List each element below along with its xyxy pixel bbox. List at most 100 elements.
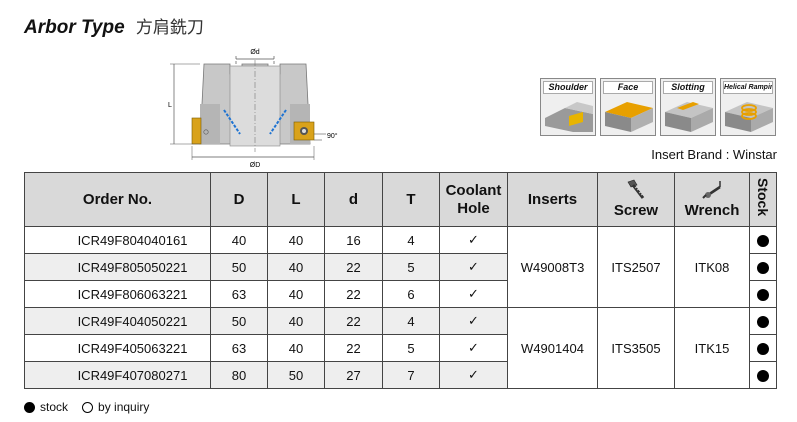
cell-stock (749, 361, 777, 389)
col-coolant: Coolant Hole (439, 172, 508, 227)
op-helical-ramping: Helical Ramping (720, 78, 776, 136)
cell-stock (749, 307, 777, 335)
slotting-icon (665, 102, 713, 132)
legend-inquiry-ring (82, 401, 94, 413)
col-d: d (324, 172, 383, 227)
legend-stock-label: stock (40, 400, 69, 414)
wrench-icon (702, 181, 721, 199)
stock-dot (757, 370, 769, 383)
cell-coolant-check: ✓ (439, 307, 508, 335)
cell-d: 27 (324, 361, 383, 389)
stock-dot (757, 316, 769, 329)
dim-D-label: ØD (250, 162, 261, 169)
stock-dot (757, 262, 769, 275)
helical-ramping-icon (725, 102, 773, 132)
table-row: ICR49F405063221 63 40 22 5 ✓ (24, 334, 777, 362)
stock-dot (757, 289, 769, 302)
col-T: T (382, 172, 440, 227)
legend-inquiry-label: by inquiry (98, 400, 150, 414)
cell-T: 4 (382, 307, 440, 335)
screw-icon (627, 179, 645, 199)
cell-stock (749, 334, 777, 362)
cell-screw: ITS2507 (597, 226, 675, 308)
col-screw-label: Screw (613, 202, 659, 219)
shoulder-icon (545, 102, 593, 132)
cell-L: 40 (267, 253, 325, 281)
cell-coolant-check: ✓ (439, 334, 508, 362)
cell-D: 50 (210, 253, 268, 281)
title-zh: 方肩銑刀 (135, 18, 204, 38)
col-coolant-line2: Hole (457, 199, 490, 217)
table-row: ICR49F804040161 40 40 16 4 ✓ W49008T3 IT… (24, 226, 777, 308)
cell-order: ICR49F804040161 (24, 226, 211, 254)
cell-d: 22 (324, 253, 383, 281)
op-face-label: Face (603, 81, 653, 94)
page-title: Arbor Type 方肩銑刀 (24, 16, 204, 40)
cell-stock (749, 226, 777, 254)
stock-legend: stock by inquiry (24, 400, 163, 414)
cell-D: 63 (210, 280, 268, 308)
cell-order: ICR49F405063221 (24, 334, 211, 362)
stock-dot (757, 343, 769, 356)
op-shoulder: Shoulder (540, 78, 596, 136)
col-stock: Stock (749, 172, 777, 227)
cell-d: 22 (324, 307, 383, 335)
cell-order: ICR49F404050221 (24, 307, 211, 335)
col-wrench: Wrench (674, 172, 750, 227)
cell-stock (749, 280, 777, 308)
op-slotting-label: Slotting (663, 81, 713, 94)
cell-d: 16 (324, 226, 383, 254)
cell-d: 22 (324, 334, 383, 362)
insert-brand: Insert Brand : Winstar (651, 147, 777, 162)
col-order: Order No. (24, 172, 211, 227)
cell-coolant-check: ✓ (439, 280, 508, 308)
title-en: Arbor Type (24, 17, 125, 38)
op-shoulder-label: Shoulder (543, 81, 593, 94)
table-header-row: Order No. D L d T Coolant Hole Inserts S… (24, 172, 777, 227)
cell-D: 40 (210, 226, 268, 254)
stock-dot (757, 235, 769, 248)
cell-coolant-check: ✓ (439, 361, 508, 389)
cell-D: 80 (210, 361, 268, 389)
cell-insert: W4901404 (507, 307, 598, 389)
operation-icons: Shoulder Face Slotting Helical Ramping (540, 78, 778, 136)
cell-T: 6 (382, 280, 440, 308)
cell-T: 5 (382, 253, 440, 281)
table-row: ICR49F805050221 50 40 22 5 ✓ (24, 253, 777, 281)
cell-T: 5 (382, 334, 440, 362)
col-stock-label: Stock (755, 177, 771, 217)
cell-order: ICR49F805050221 (24, 253, 211, 281)
face-icon (605, 102, 653, 132)
cell-L: 40 (267, 280, 325, 308)
tool-drawing: Ød L 90° ØD (168, 49, 338, 169)
col-inserts: Inserts (507, 172, 598, 227)
op-face: Face (600, 78, 656, 136)
cell-wrench: ITK15 (674, 307, 750, 389)
dim-d-label: Ød (250, 49, 259, 56)
col-wrench-label: Wrench (684, 202, 740, 219)
cell-screw: ITS3505 (597, 307, 675, 389)
cell-order: ICR49F806063221 (24, 280, 211, 308)
cell-coolant-check: ✓ (439, 226, 508, 254)
dim-L-label: L (168, 102, 172, 109)
op-slotting: Slotting (660, 78, 716, 136)
table-row: ICR49F806063221 63 40 22 6 ✓ (24, 280, 777, 308)
cell-D: 50 (210, 307, 268, 335)
col-screw: Screw (597, 172, 675, 227)
cell-wrench: ITK08 (674, 226, 750, 308)
col-D: D (210, 172, 268, 227)
cell-L: 50 (267, 361, 325, 389)
cell-T: 4 (382, 226, 440, 254)
cell-stock (749, 253, 777, 281)
cell-L: 40 (267, 307, 325, 335)
cell-insert: W49008T3 (507, 226, 598, 308)
table-row: ICR49F404050221 50 40 22 4 ✓ W4901404 IT… (24, 307, 777, 389)
op-helical-label: Helical Ramping (723, 81, 773, 94)
cell-order: ICR49F407080271 (24, 361, 211, 389)
cell-D: 63 (210, 334, 268, 362)
col-L: L (267, 172, 325, 227)
cell-L: 40 (267, 334, 325, 362)
dim-angle-label: 90° (327, 132, 338, 140)
cell-d: 22 (324, 280, 383, 308)
spec-table: Order No. D L d T Coolant Hole Inserts S… (24, 172, 777, 389)
